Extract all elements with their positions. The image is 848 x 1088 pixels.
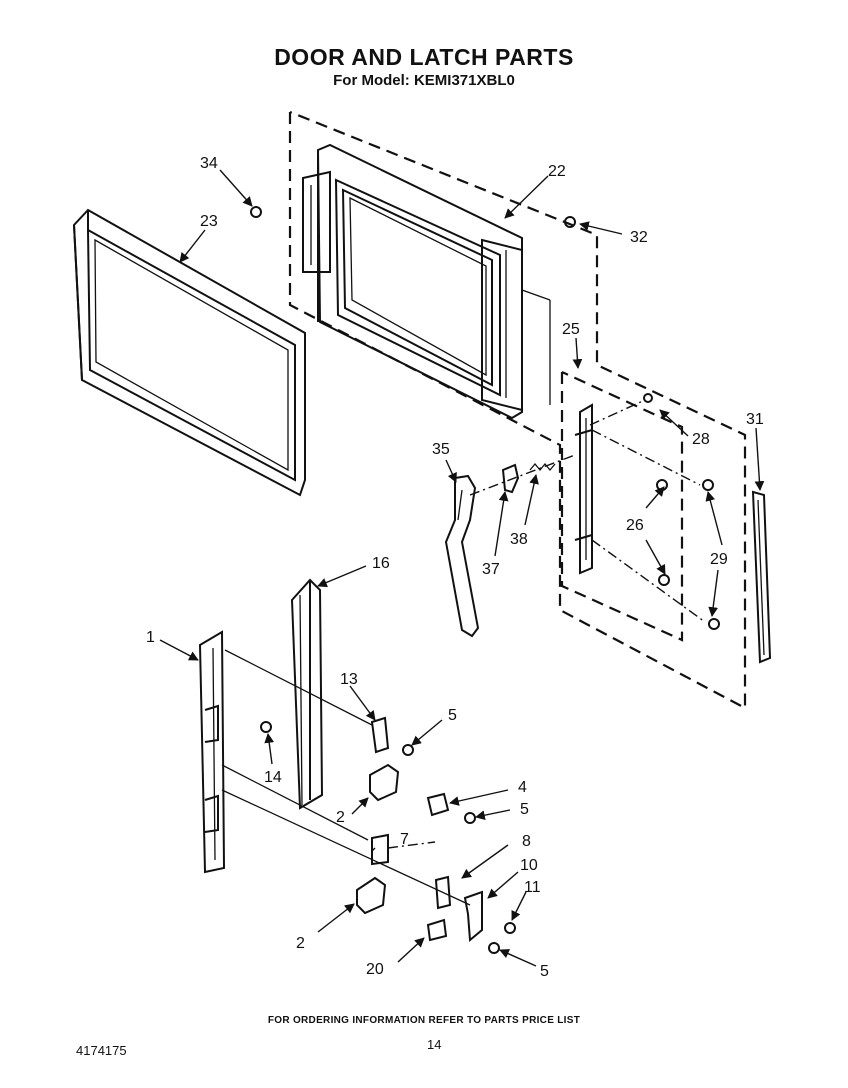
page-number: 14 bbox=[427, 1037, 442, 1052]
callout-14: 14 bbox=[264, 769, 282, 786]
callout-5-upper: 5 bbox=[448, 707, 457, 724]
callout-31: 31 bbox=[746, 411, 764, 428]
callout-28: 28 bbox=[692, 431, 710, 448]
part-13-latch-switch bbox=[370, 716, 390, 754]
callout-13: 13 bbox=[340, 671, 358, 688]
callout-16: 16 bbox=[372, 555, 390, 572]
callout-5-middle: 5 bbox=[520, 801, 529, 818]
part-10-bracket bbox=[463, 890, 483, 943]
screws bbox=[250, 206, 720, 954]
part-25-latch-plate bbox=[574, 403, 593, 575]
part-25-outline bbox=[560, 371, 684, 642]
callout-2-lower: 2 bbox=[296, 935, 305, 952]
part-38-spring bbox=[529, 462, 556, 472]
callout-35: 35 bbox=[432, 441, 450, 458]
callout-10: 10 bbox=[520, 857, 538, 874]
part-2-upper-actuator bbox=[369, 763, 400, 802]
callout-4: 4 bbox=[518, 779, 527, 796]
callout-5-lower: 5 bbox=[540, 963, 549, 980]
document-number: 4174175 bbox=[76, 1043, 127, 1058]
part-23-door-panel bbox=[72, 208, 306, 497]
callout-22: 22 bbox=[548, 163, 566, 180]
page-title: DOOR AND LATCH PARTS bbox=[274, 44, 574, 70]
part-8-switch bbox=[434, 875, 452, 910]
callout-25: 25 bbox=[562, 321, 580, 338]
callout-20: 20 bbox=[366, 961, 384, 978]
part-4-switch bbox=[426, 792, 450, 817]
ordering-note: FOR ORDERING INFORMATION REFER TO PARTS … bbox=[267, 1015, 581, 1026]
part-7-insulator bbox=[371, 833, 389, 866]
callout-7: 7 bbox=[400, 831, 409, 848]
callout-29: 29 bbox=[710, 551, 728, 568]
callout-11: 11 bbox=[524, 879, 541, 896]
part-31-strip bbox=[751, 490, 772, 664]
part-37-latch bbox=[501, 463, 520, 494]
callout-38: 38 bbox=[510, 531, 528, 548]
callout-23: 23 bbox=[200, 213, 218, 230]
callout-32: 32 bbox=[630, 229, 648, 246]
part-2-lower-actuator bbox=[356, 876, 387, 915]
leader-arrows bbox=[159, 169, 765, 967]
callout-8: 8 bbox=[522, 833, 531, 850]
part-22-door-frame bbox=[302, 143, 523, 420]
callout-1: 1 bbox=[146, 629, 155, 646]
callout-37: 37 bbox=[482, 561, 500, 578]
callout-34: 34 bbox=[200, 155, 218, 172]
assembly-lines bbox=[221, 289, 706, 906]
part-35-latch-lever bbox=[444, 474, 480, 638]
part-1-hinge-bracket bbox=[198, 630, 226, 874]
callout-2-upper: 2 bbox=[336, 809, 345, 826]
model-subtitle: For Model: KEMI371XBL0 bbox=[333, 72, 515, 89]
part-16-channel bbox=[290, 578, 324, 810]
callout-26: 26 bbox=[626, 517, 644, 534]
part-20-switch bbox=[426, 918, 448, 942]
